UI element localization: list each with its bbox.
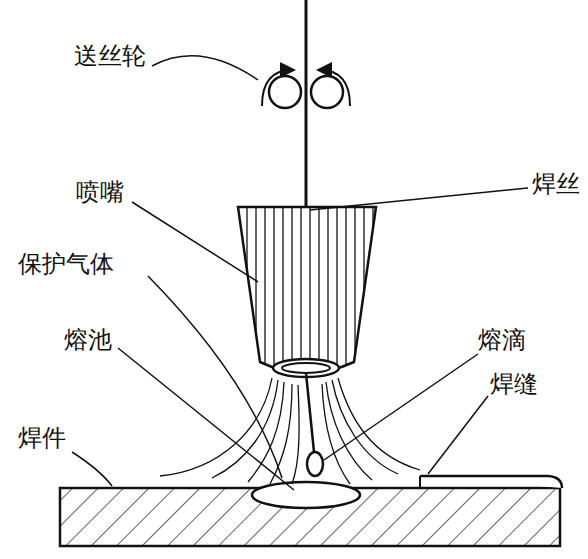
shield-gas	[160, 378, 420, 484]
part-label: 熔滴	[478, 328, 526, 352]
feed-roller	[311, 76, 343, 108]
part-label: 焊缝	[490, 372, 538, 396]
droplet	[307, 452, 323, 476]
weld-bead	[420, 476, 562, 488]
melt-pool	[252, 482, 360, 508]
leader-line	[72, 56, 528, 490]
part-label: 保护气体	[18, 252, 114, 276]
nozzle	[238, 207, 376, 373]
welding-wire	[305, 0, 308, 207]
part-label: 送丝轮	[74, 44, 146, 68]
part-label: 焊丝	[532, 172, 580, 196]
part-label: 喷嘴	[76, 180, 124, 204]
part-label: 熔池	[64, 328, 112, 352]
part-label: 焊件	[18, 426, 66, 450]
feed-roller	[269, 76, 301, 108]
